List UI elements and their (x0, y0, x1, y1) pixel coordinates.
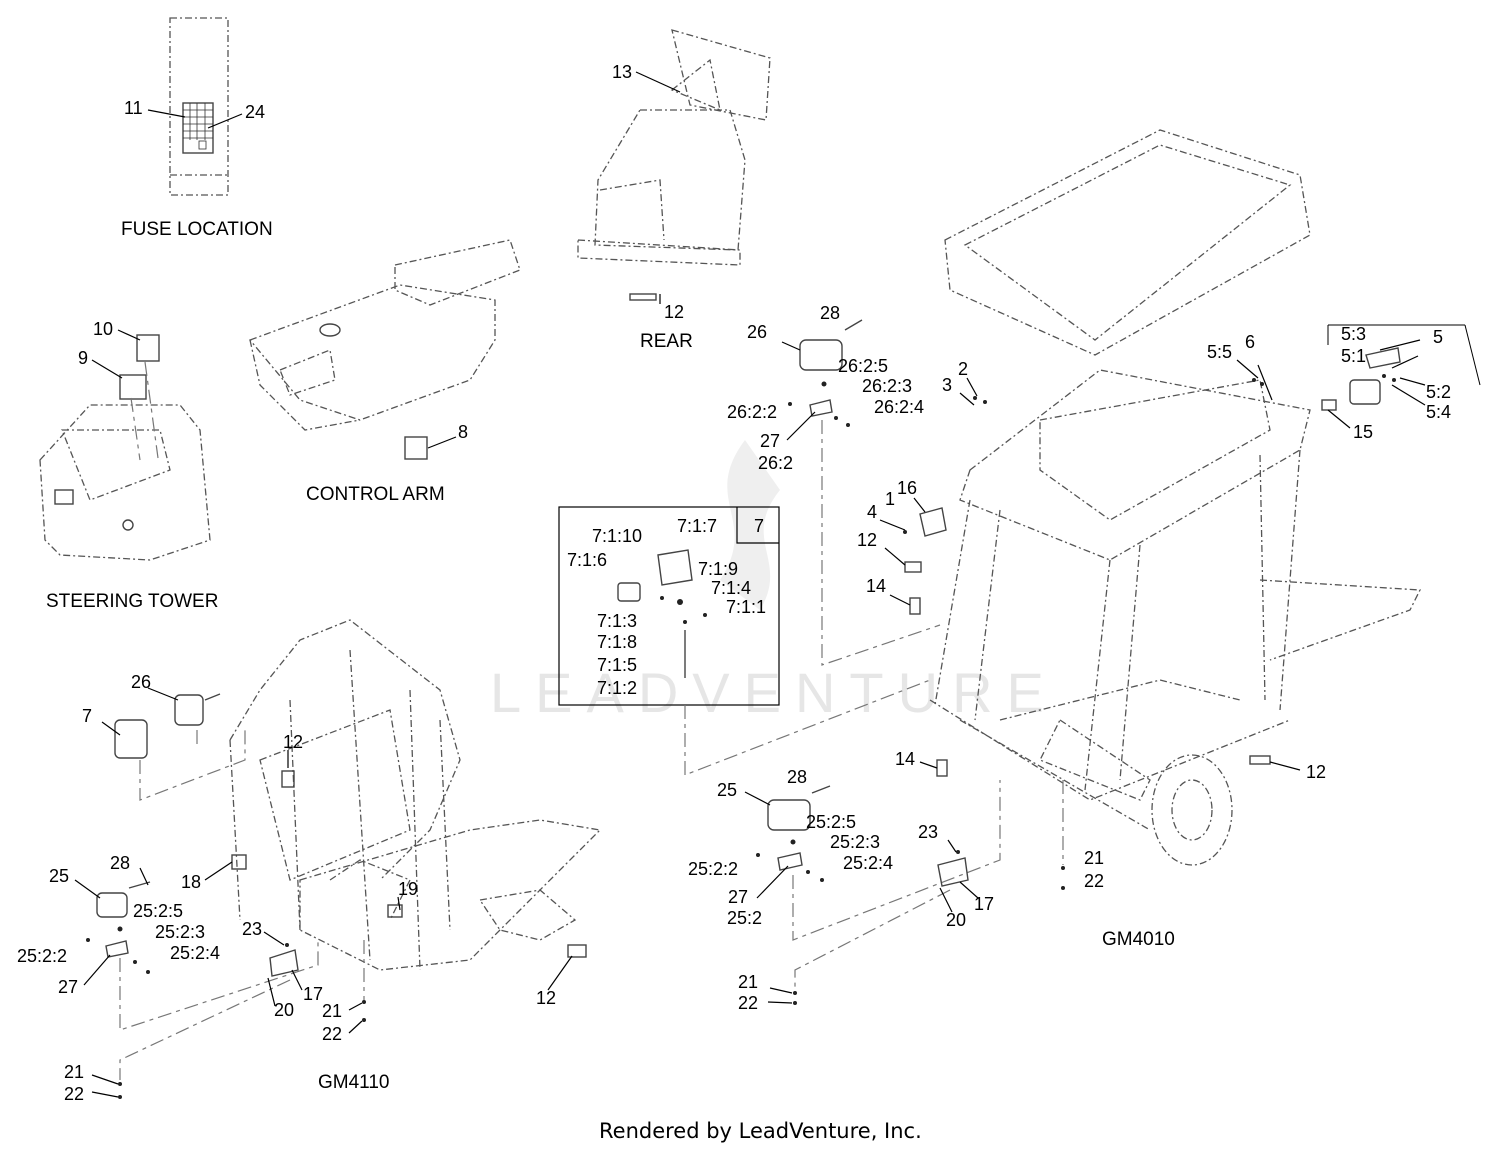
gm4010-title: GM4010 (1102, 929, 1175, 950)
callout-9[interactable]: 9 (78, 348, 88, 368)
callout-24[interactable]: 24 (245, 102, 265, 122)
callout-25-2-2-mid[interactable]: 25:2:2 (688, 859, 738, 879)
control-arm-view (248, 239, 521, 460)
detail-box-number: 7 (754, 516, 764, 536)
callout-25-2-4-mid[interactable]: 25:2:4 (843, 853, 893, 873)
callout-22-mid-b[interactable]: 22 (738, 993, 758, 1013)
callout-22-left-b[interactable]: 22 (64, 1084, 84, 1104)
callout-11[interactable]: 11 (124, 98, 143, 118)
callout-12-left-b[interactable]: 12 (536, 988, 556, 1008)
callout-7-left[interactable]: 7 (82, 706, 92, 726)
callout-7-1-6[interactable]: 7:1:6 (567, 550, 607, 570)
callout-25-2-5-left[interactable]: 25:2:5 (133, 901, 183, 921)
callout-5-3[interactable]: 5:3 (1341, 324, 1366, 344)
callout-26-2-3[interactable]: 26:2:3 (862, 376, 912, 396)
control-arm-title: CONTROL ARM (306, 484, 445, 505)
callout-20-left[interactable]: 20 (274, 1000, 294, 1020)
callout-7-1-1[interactable]: 7:1:1 (726, 597, 766, 617)
callout-4[interactable]: 4 (867, 502, 877, 522)
callout-23-left[interactable]: 23 (242, 919, 262, 939)
callout-26-2-5[interactable]: 26:2:5 (838, 356, 888, 376)
callout-25-2-3-left[interactable]: 25:2:3 (155, 922, 205, 942)
callout-28-mid[interactable]: 28 (787, 767, 807, 787)
callout-13[interactable]: 13 (612, 62, 632, 82)
callout-26-2-2[interactable]: 26:2:2 (727, 402, 777, 422)
callout-2[interactable]: 2 (958, 359, 968, 379)
callout-7-1-7[interactable]: 7:1:7 (677, 516, 717, 536)
watermark-flame-icon (720, 440, 780, 610)
gm4110-title: GM4110 (318, 1072, 389, 1093)
callout-12-right-b[interactable]: 12 (1306, 762, 1326, 782)
fuse-location-title: FUSE LOCATION (121, 219, 273, 240)
callout-8[interactable]: 8 (458, 422, 468, 442)
footer-credit: Rendered by LeadVenture, Inc. (599, 1119, 922, 1143)
callout-16[interactable]: 16 (897, 478, 917, 498)
callout-14-a[interactable]: 14 (866, 576, 886, 596)
callout-25-2-2-left[interactable]: 25:2:2 (17, 946, 67, 966)
callout-7-1-3[interactable]: 7:1:3 (597, 611, 637, 631)
callout-10[interactable]: 10 (93, 319, 113, 339)
steering-tower-title: STEERING TOWER (46, 591, 218, 612)
steering-tower-view (39, 334, 211, 561)
callout-17-mid[interactable]: 17 (974, 894, 994, 914)
callout-27-left[interactable]: 27 (58, 977, 78, 997)
callout-27-top[interactable]: 27 (760, 431, 780, 451)
callout-7-1-10[interactable]: 7:1:10 (592, 526, 642, 546)
watermark-text: LEADVENTURE (490, 661, 1058, 724)
callout-22-left-a[interactable]: 22 (322, 1024, 342, 1044)
callout-21-mid-a[interactable]: 21 (1084, 848, 1104, 868)
callout-19[interactable]: 19 (398, 879, 418, 899)
callout-21-mid-b[interactable]: 21 (738, 972, 758, 992)
callout-25-2-mid[interactable]: 25:2 (727, 908, 762, 928)
work-light-25-gm4010 (756, 780, 1065, 1005)
callout-6[interactable]: 6 (1245, 332, 1255, 352)
callout-18[interactable]: 18 (181, 872, 201, 892)
work-light-26 (788, 319, 941, 666)
callout-26-left[interactable]: 26 (131, 672, 151, 692)
callout-3[interactable]: 3 (942, 375, 952, 395)
callout-7-1-8[interactable]: 7:1:8 (597, 632, 637, 652)
callout-23-mid[interactable]: 23 (918, 822, 938, 842)
callout-25-2-5-mid[interactable]: 25:2:5 (806, 812, 856, 832)
callout-12-right-a[interactable]: 12 (857, 530, 877, 550)
detail-box-7 (558, 506, 780, 706)
callout-28-top[interactable]: 28 (820, 303, 840, 323)
callout-25-2-3-mid[interactable]: 25:2:3 (830, 832, 880, 852)
callout-25-mid[interactable]: 25 (717, 780, 737, 800)
callout-5-1[interactable]: 5:1 (1341, 346, 1366, 366)
callout-27-mid[interactable]: 27 (728, 887, 748, 907)
callout-25-left[interactable]: 25 (49, 866, 69, 886)
callout-21-left-a[interactable]: 21 (322, 1001, 342, 1021)
callout-21-left-b[interactable]: 21 (64, 1062, 84, 1082)
callout-7-1-5[interactable]: 7:1:5 (597, 655, 637, 675)
callout-rear-12[interactable]: 12 (664, 302, 684, 322)
rear-title: REAR (640, 331, 693, 352)
fuse-location-view (169, 17, 229, 196)
rear-seat-view (577, 29, 771, 301)
callout-15[interactable]: 15 (1353, 422, 1373, 442)
callout-25-2-4-left[interactable]: 25:2:4 (170, 943, 220, 963)
callout-1[interactable]: 1 (885, 489, 895, 509)
callout-26-2-4[interactable]: 26:2:4 (874, 397, 924, 417)
callout-17-left[interactable]: 17 (303, 984, 323, 1004)
callout-5-2[interactable]: 5:2 (1426, 382, 1451, 402)
callout-5[interactable]: 5 (1433, 327, 1443, 347)
callout-28-left[interactable]: 28 (110, 853, 130, 873)
gm4010-vehicle-view (929, 129, 1422, 866)
callout-20-mid[interactable]: 20 (946, 910, 966, 930)
callout-5-5[interactable]: 5:5 (1207, 342, 1232, 362)
callout-26-2[interactable]: 26:2 (758, 453, 793, 473)
callout-22-mid-a[interactable]: 22 (1084, 871, 1104, 891)
callout-7-1-9[interactable]: 7:1:9 (698, 559, 738, 579)
callout-7-1-4[interactable]: 7:1:4 (711, 578, 751, 598)
callout-12-left-a[interactable]: 12 (283, 732, 303, 752)
callout-26-top[interactable]: 26 (747, 322, 767, 342)
callout-14-b[interactable]: 14 (895, 749, 915, 769)
callout-7-1-2[interactable]: 7:1:2 (597, 678, 637, 698)
callout-5-4[interactable]: 5:4 (1426, 402, 1451, 422)
gm4110-vehicle-view (229, 619, 602, 971)
